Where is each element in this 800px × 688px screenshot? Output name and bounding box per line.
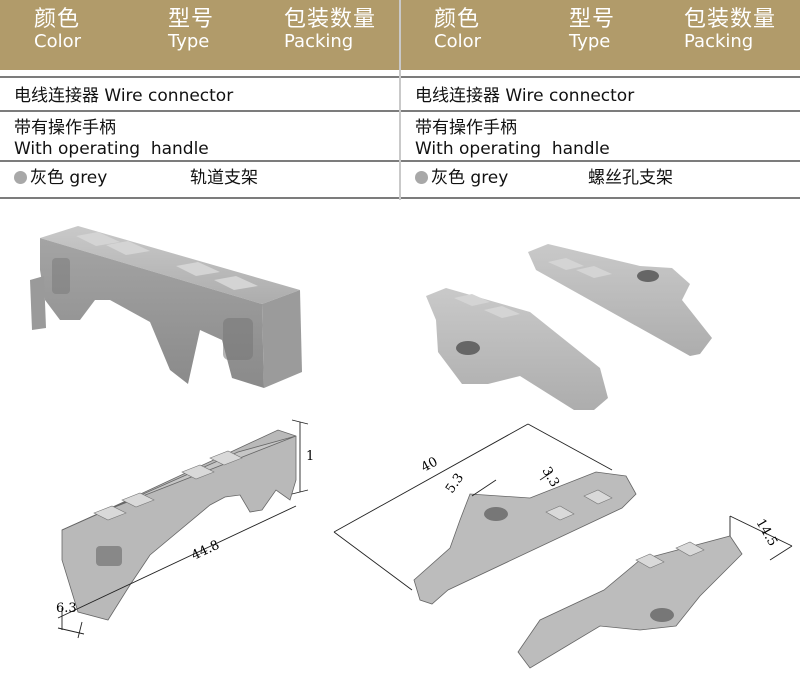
header-type: 型号 Type: [168, 7, 215, 53]
feature-en: With operating handle: [14, 139, 209, 159]
feature-en: With operating handle: [415, 139, 610, 159]
header-color: 颜色 Color: [34, 7, 81, 53]
rail-connector-photo: [30, 226, 302, 388]
grey-dot-icon: [415, 171, 428, 184]
feature-row: 带有操作手柄 With operating handle: [401, 112, 800, 162]
mount-type: 轨道支架: [190, 168, 258, 188]
dim-height-text: 1: [306, 449, 314, 464]
color-label: 灰色 grey: [431, 168, 509, 188]
header-packing: 包装数量 Packing: [684, 7, 777, 53]
right-column: 颜色 Color 型号 Type 包装数量 Packing 电线连接器 Wire…: [401, 0, 800, 199]
rail-connector-dimension-drawing: 1 44.8 6.3: [56, 419, 314, 639]
header-packing: 包装数量 Packing: [284, 7, 377, 53]
dim-slot-text: 5.3: [443, 471, 467, 497]
product-row: 电线连接器 Wire connector: [0, 76, 399, 112]
left-column: 颜色 Color 型号 Type 包装数量 Packing 电线连接器 Wire…: [0, 0, 399, 199]
feature-zh: 带有操作手柄: [14, 118, 116, 138]
column-divider: [399, 0, 401, 200]
screw-bracket-dimension-drawing: 40 5.3 3.3 14.5: [333, 423, 793, 669]
header-type: 型号 Type: [569, 7, 616, 53]
grey-dot-icon: [14, 171, 27, 184]
feature-row: 带有操作手柄 With operating handle: [0, 112, 399, 162]
dim-length-text: 40: [419, 455, 441, 476]
mount-type: 螺丝孔支架: [588, 168, 673, 188]
product-row: 电线连接器 Wire connector: [401, 76, 800, 112]
feature-zh: 带有操作手柄: [415, 118, 517, 138]
color-row: 灰色 grey 轨道支架: [0, 162, 399, 199]
dim-width-text: 6.3: [56, 601, 77, 616]
header-color: 颜色 Color: [434, 7, 481, 53]
color-row: 灰色 grey 螺丝孔支架: [401, 162, 800, 199]
table-header: 颜色 Color 型号 Type 包装数量 Packing: [401, 0, 800, 70]
dim-width-text: 14.5: [753, 517, 780, 550]
screw-bracket-photo: [426, 244, 712, 410]
dim-length-text: 44.8: [189, 538, 222, 564]
color-label: 灰色 grey: [30, 168, 108, 188]
table-header: 颜色 Color 型号 Type 包装数量 Packing: [0, 0, 399, 70]
dim-hole-text: 3.3: [539, 465, 562, 490]
